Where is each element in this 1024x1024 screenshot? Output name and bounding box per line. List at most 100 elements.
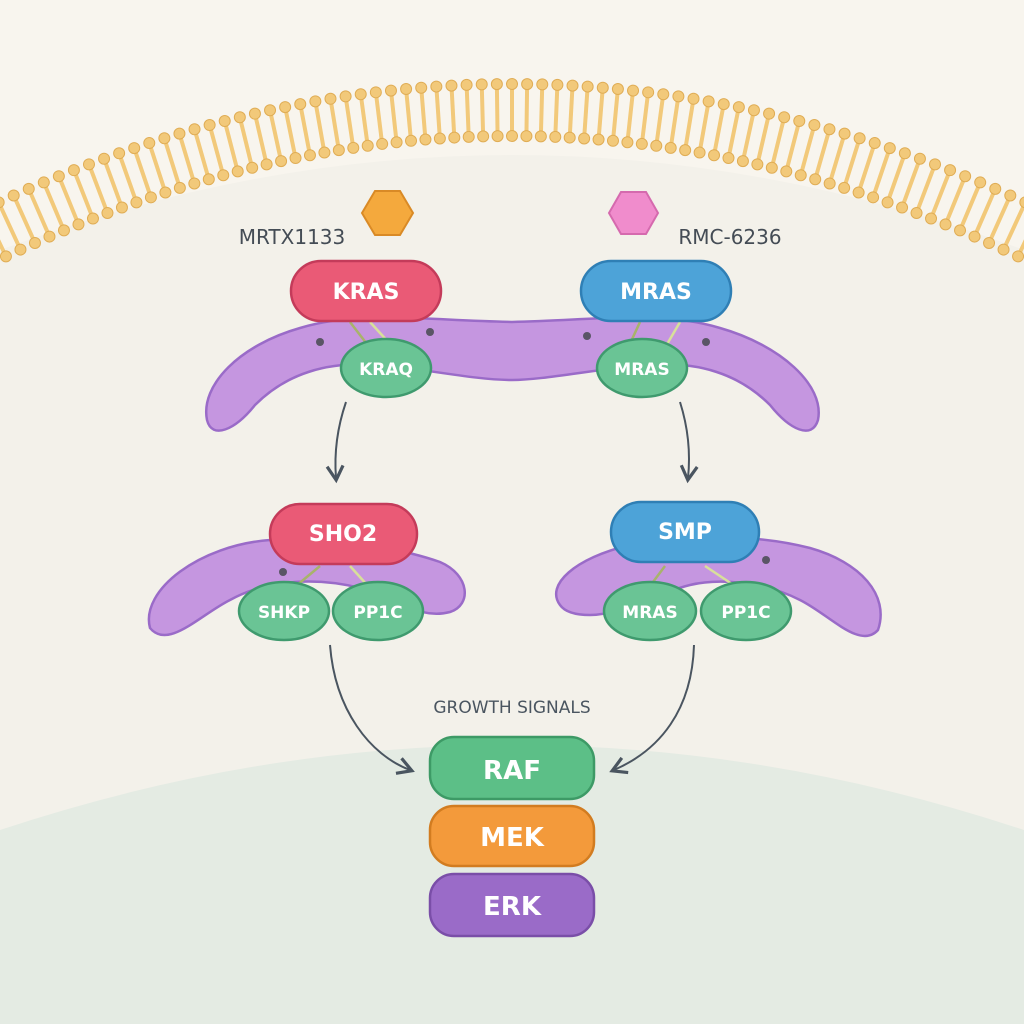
lipid-head [28, 236, 41, 249]
lipid-tail [494, 84, 500, 137]
erk-node[interactable] [428, 872, 596, 938]
lipid-head [203, 119, 216, 132]
lipid-tail [283, 106, 298, 159]
lipid-tail [538, 84, 545, 137]
lipid-molecule [339, 90, 360, 154]
raf-node[interactable] [428, 735, 596, 801]
lipid-head [173, 127, 186, 140]
pp1c-right-node[interactable] [699, 580, 793, 642]
lipid-tail [449, 85, 457, 138]
lipid-molecule [578, 80, 594, 145]
lipid-molecule [98, 152, 128, 214]
lipid-head [384, 84, 397, 97]
lipid-molecule [294, 98, 316, 162]
lipid-molecule [173, 127, 201, 190]
lipid-tail [668, 96, 681, 149]
mek-node[interactable] [428, 804, 596, 868]
pp1c-left-node[interactable] [331, 580, 425, 642]
lipid-head [808, 119, 821, 132]
lipid-molecule [794, 119, 821, 182]
lipid-head [506, 78, 518, 90]
lipid-molecule [143, 137, 172, 199]
kras-node[interactable] [289, 259, 443, 323]
lipid-molecule [983, 189, 1017, 249]
lipid-tail [798, 124, 817, 176]
lipid-head [867, 191, 880, 204]
lipid-molecule [0, 196, 27, 256]
lipid-head [22, 182, 35, 195]
lipid-head [506, 130, 518, 142]
lipid-head [144, 191, 157, 204]
arrow-left-to-raf [329, 644, 415, 775]
link-line [664, 321, 682, 347]
lipid-molecule [415, 81, 432, 146]
lipid-tail [268, 109, 284, 162]
lipid-tail [856, 142, 877, 194]
lipid-tail [358, 93, 370, 147]
lipid-tail [388, 90, 399, 143]
arrow-right-down [679, 401, 699, 484]
lipid-molecule [158, 132, 186, 194]
lipid-head [968, 230, 981, 243]
lipid-tail [162, 137, 182, 189]
lipid-head [128, 142, 141, 155]
drug-left: MRTX1133 [239, 190, 415, 249]
mras-sub-node[interactable] [595, 337, 689, 399]
lipid-molecule [809, 123, 836, 186]
lipid-molecule [324, 92, 345, 157]
lipid-tail [41, 181, 66, 232]
lipid-head [72, 218, 85, 231]
growth-signals-label: GROWTH SIGNALS [433, 698, 590, 718]
lipid-head [67, 164, 80, 177]
lipid-head [929, 158, 942, 171]
lipid-molecule [233, 111, 259, 174]
mek-label: MEK [480, 823, 545, 853]
arrow-right-to-raf [609, 644, 695, 775]
lipid-head [780, 165, 793, 178]
sho2-node[interactable] [268, 502, 419, 566]
lipid-molecule [128, 142, 157, 204]
lipid-head [974, 176, 987, 189]
complex-kras: KRAS KRAQ [289, 259, 443, 399]
lipid-head [433, 132, 446, 145]
lipid-head [838, 181, 851, 194]
lipid-head [264, 104, 277, 117]
lipid-tail [813, 128, 832, 180]
shkp-node[interactable] [237, 580, 331, 642]
lipid-tail [524, 84, 530, 137]
lipid-molecule [37, 176, 70, 237]
lipid-tail [0, 239, 8, 258]
lipid-head [1012, 250, 1024, 263]
mras-node[interactable] [579, 259, 733, 323]
lipid-molecule [52, 170, 85, 231]
lipid-molecule [248, 107, 273, 171]
lipid-head [248, 107, 261, 120]
lipid-tail [11, 194, 37, 244]
smp-node[interactable] [609, 500, 761, 564]
lipid-tail [553, 84, 560, 137]
lipid-head [881, 196, 894, 209]
lipid-tail [343, 96, 356, 149]
lipid-head [143, 137, 156, 150]
lipid-tail [972, 188, 998, 238]
lipid-tail [298, 103, 312, 156]
kraq-node[interactable] [339, 337, 433, 399]
lipid-head [959, 170, 972, 183]
lipid-tail [987, 194, 1013, 244]
lipid-head [578, 132, 591, 145]
lipid-tail [755, 113, 772, 165]
lipid-head [361, 139, 374, 152]
lipid-head [217, 169, 230, 182]
lipid-head [717, 98, 730, 111]
lipid-head [0, 250, 12, 263]
lipid-tail [434, 86, 442, 139]
pp1c-left-label: PP1C [353, 603, 402, 623]
lipid-molecule [664, 90, 685, 154]
lipid-head [989, 182, 1002, 195]
mras-mid-node[interactable] [602, 580, 698, 642]
binding-dot [279, 568, 287, 576]
lipid-tail [26, 188, 52, 238]
lipid-molecule [520, 78, 534, 143]
lipid-tail [769, 116, 787, 169]
